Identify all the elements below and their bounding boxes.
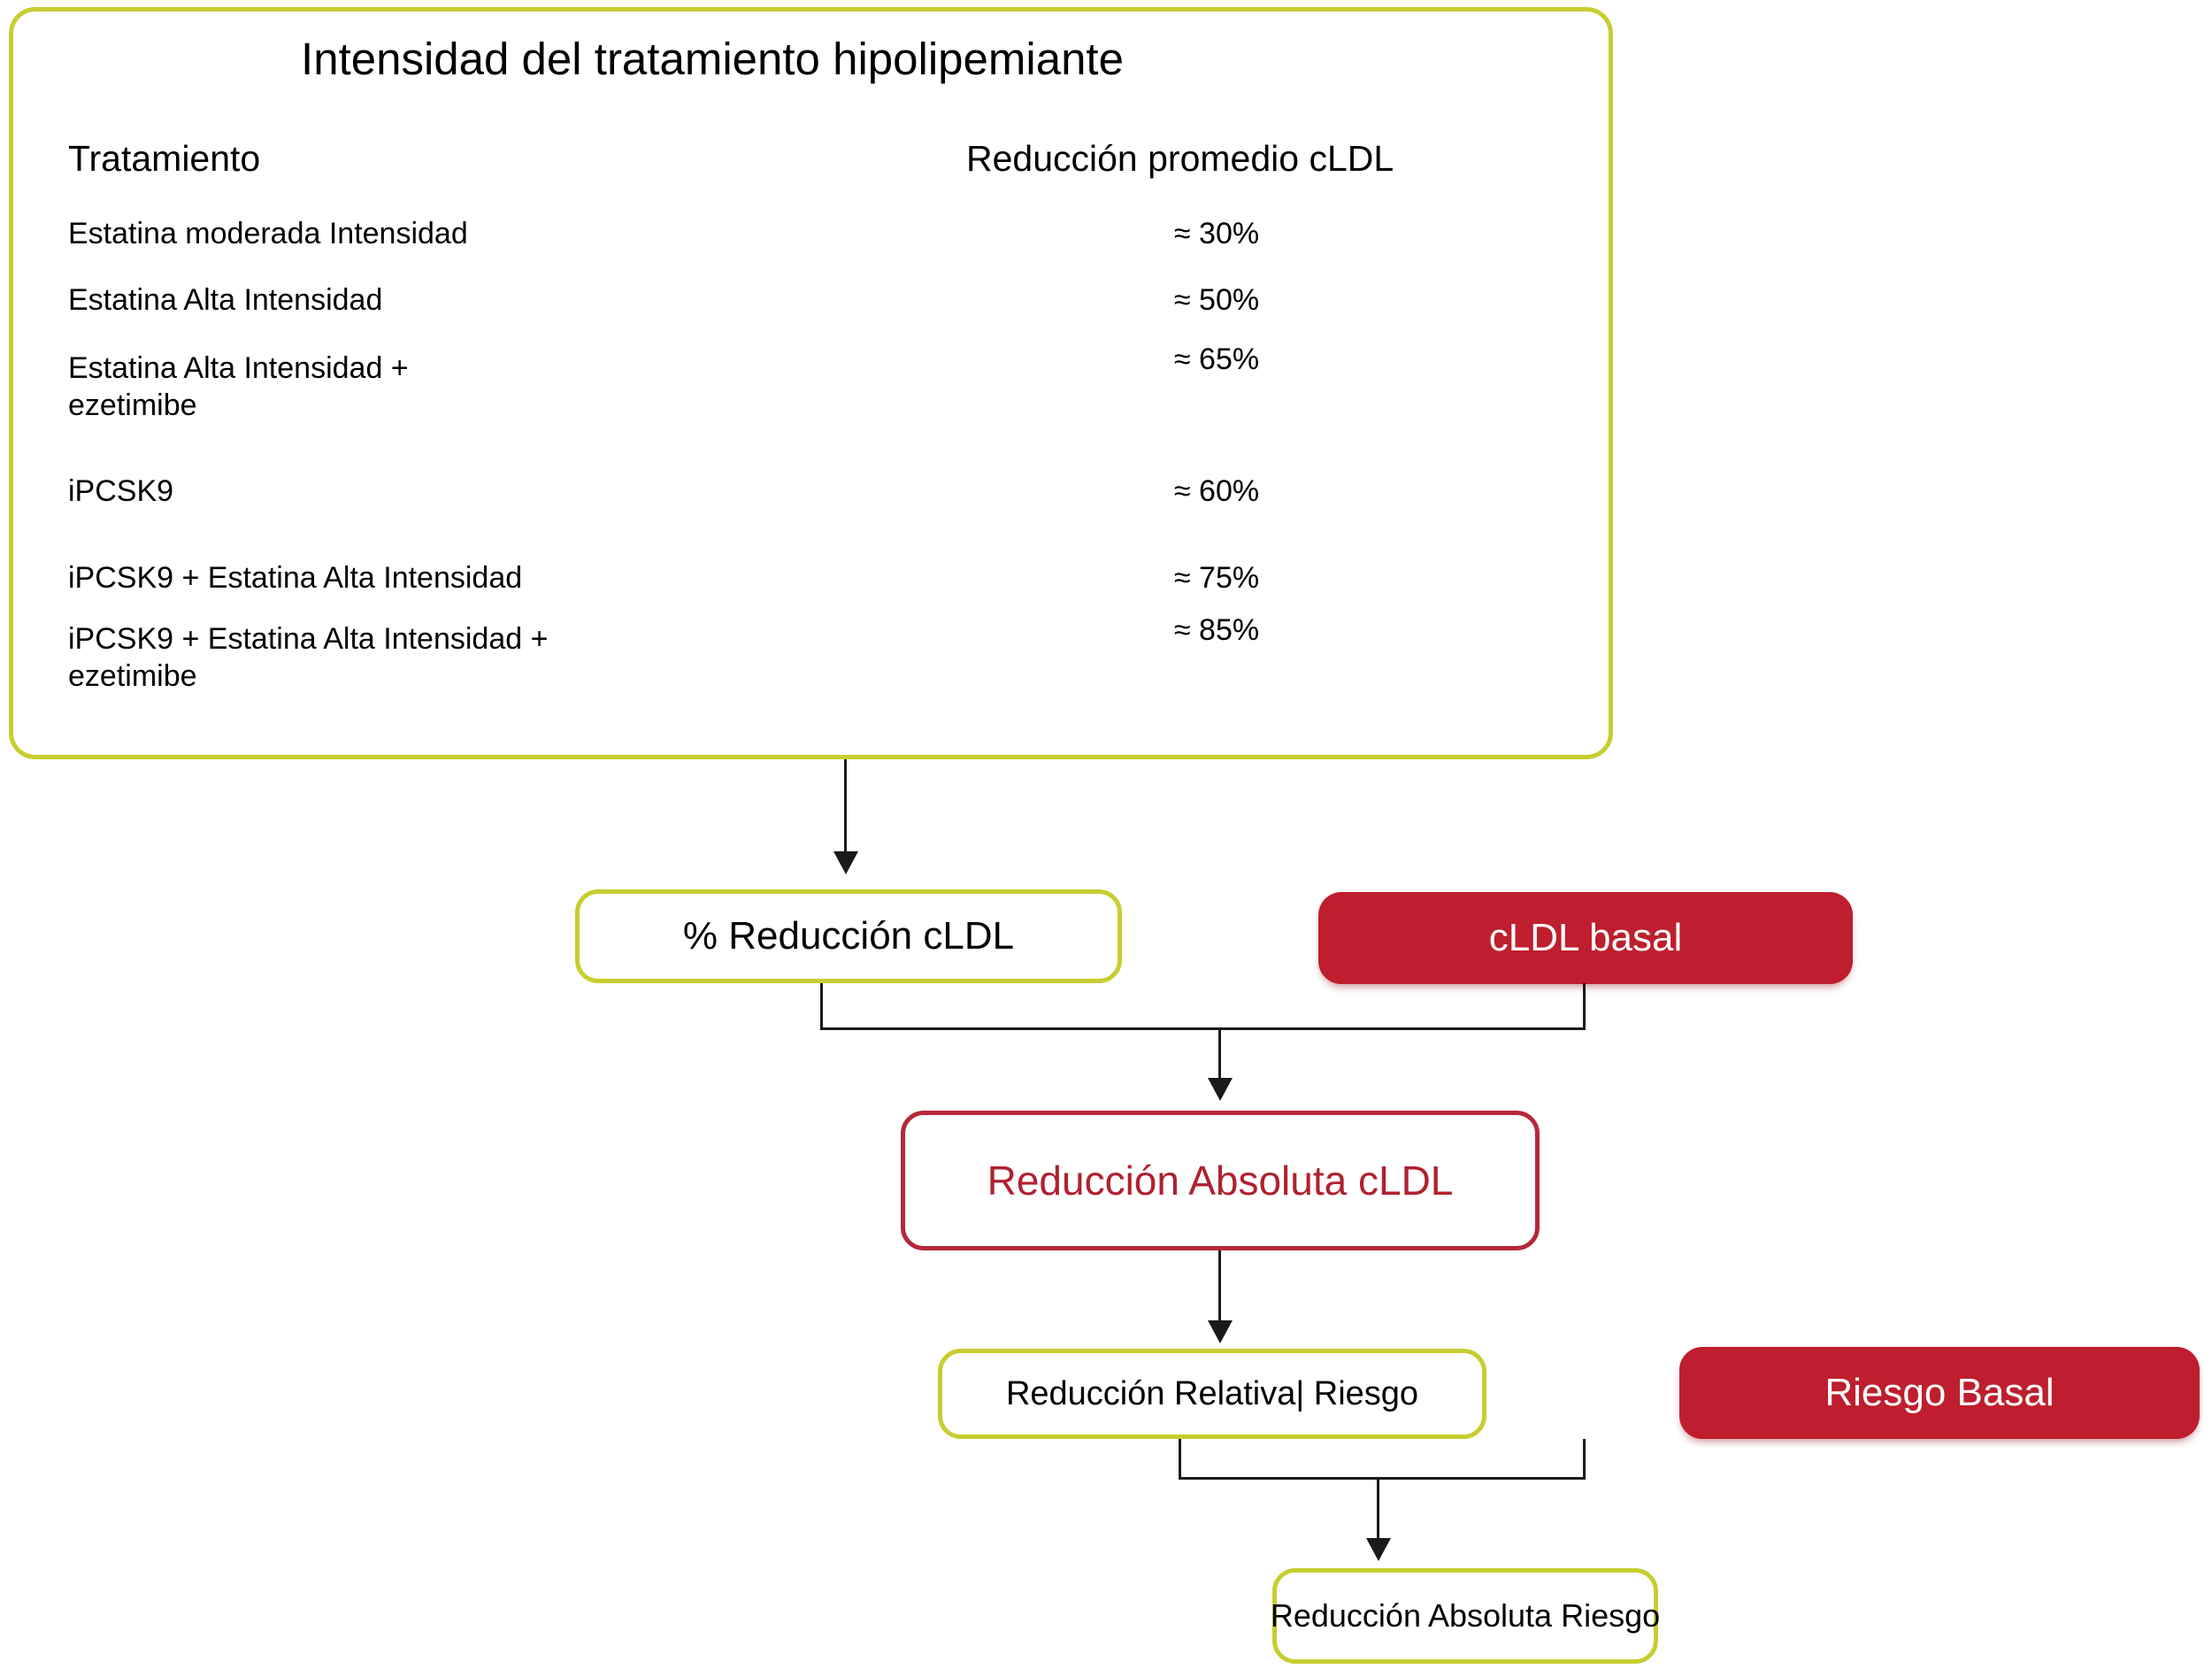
connector-line-merge-stem [1218,1027,1221,1081]
node-reduccion-absoluta-cldl[interactable]: Reducción Absoluta cLDL [901,1111,1540,1250]
connector-line-panel-to-pct [844,759,847,855]
table-row-value: ≈ 75% [1173,561,1260,595]
node-reduccion-relativa-riesgo[interactable]: Reducción Relativa| Riesgo [938,1349,1486,1439]
table-row-label: iPCSK9 [68,474,174,508]
connector-line-merge-stem [1377,1477,1379,1541]
table-row-value: ≈ 85% [1173,613,1260,647]
table-row-label: Estatina Alta Intensidad + ezetimibe [68,351,409,422]
node-label: Reducción Absoluta Riesgo [1270,1597,1661,1634]
connector-line-cldl-basal-down [1583,983,1586,1029]
node-cldl-basal[interactable]: cLDL basal [1318,892,1853,984]
node-label: % Reducción cLDL [682,914,1015,958]
node-pct-reduccion-cldl[interactable]: % Reducción cLDL [575,889,1122,983]
table-row-value: ≈ 30% [1173,217,1260,250]
node-label: Reducción Relativa| Riesgo [1005,1374,1419,1412]
node-label: Riesgo Basal [1824,1371,2055,1414]
page-title: Intensidad del tratamiento hipolipemiant… [301,34,1124,84]
table-row-value: ≈ 50% [1173,283,1260,317]
node-label: cLDL basal [1488,916,1683,959]
connector-line-merge-bar [1179,1477,1586,1480]
arrow-head-icon [1208,1078,1233,1101]
node-riesgo-basal[interactable]: Riesgo Basal [1679,1347,2200,1439]
table-row-label: iPCSK9 + Estatina Alta Intensidad + ezet… [68,622,549,693]
node-reduccion-absoluta-riesgo[interactable]: Reducción Absoluta Riesgo [1270,1568,1661,1664]
connector-line-pct-down [820,983,823,1029]
table-row-label: iPCSK9 + Estatina Alta Intensidad [68,561,523,595]
arrow-head-icon [833,851,858,874]
connector-line-rel-riesgo-down [1179,1439,1181,1480]
connector-line-merge-bar [820,1027,1586,1030]
connector-line-riesgo-basal-down [1583,1439,1586,1480]
table-row-value: ≈ 65% [1173,342,1260,376]
table-row-value: ≈ 60% [1173,474,1260,508]
connector-line-abs-cldl-to-rel-riesgo [1218,1250,1221,1323]
table-row-label: Estatina moderada Intensidad [68,217,468,250]
arrow-head-icon [1208,1320,1233,1343]
treatment-intensity-panel: Intensidad del tratamiento hipolipemiant… [9,7,1613,759]
table-row-label: Estatina Alta Intensidad [68,283,383,317]
node-label: Reducción Absoluta cLDL [987,1158,1454,1204]
arrow-head-icon [1366,1538,1391,1561]
column-header-treatment: Tratamiento [68,138,261,179]
column-header-reduction: Reducción promedio cLDL [966,138,1394,179]
